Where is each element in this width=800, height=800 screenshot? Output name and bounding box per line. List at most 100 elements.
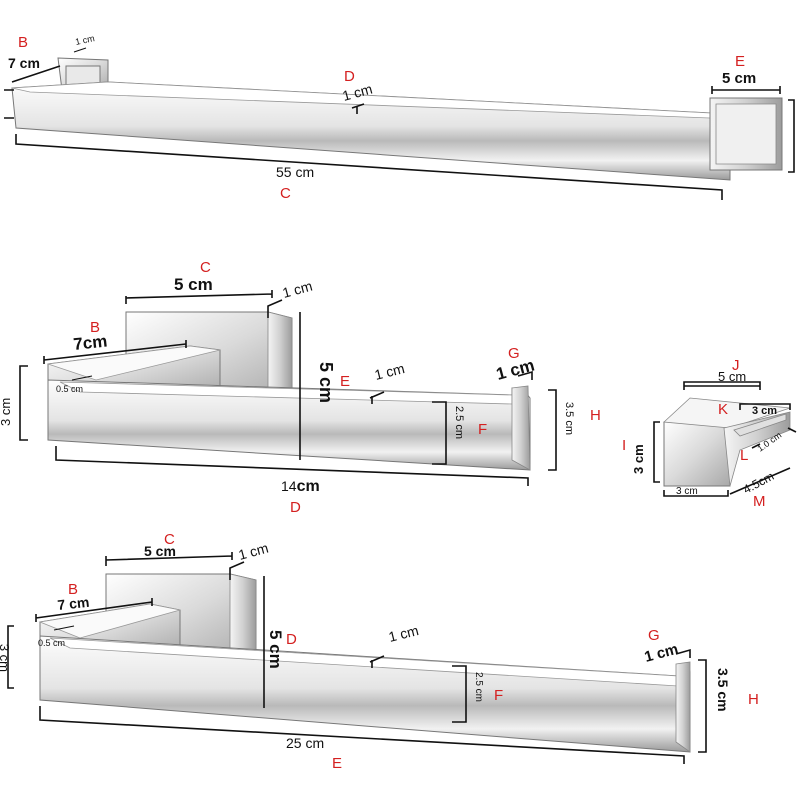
robe-hook-hook-length: 3 cm	[752, 405, 777, 417]
robe-hook-height-line	[653, 421, 660, 483]
paper-holder-arm-width: 7cm	[72, 332, 108, 354]
towel-bar-length-line	[15, 134, 723, 200]
hand-towel-bar-outer-height-line	[698, 659, 707, 753]
robe-hook-letter-l: L	[740, 447, 748, 464]
towel-bar-bar-thickness: 1 cm	[341, 81, 374, 104]
hand-towel-bar-plate-thickness: 1 cm	[237, 540, 270, 563]
robe-hook-depth-line	[729, 467, 791, 495]
hand-towel-bar-letter-e: E	[332, 755, 342, 772]
robe-hook-letter-i: I	[622, 437, 626, 454]
towel-bar-plate-width: 5 cm	[722, 70, 756, 87]
hand-towel-bar-inner-height: 2.5 cm	[473, 672, 484, 702]
hand-towel-bar-tip	[675, 661, 691, 753]
paper-holder-plate-thickness: 1 cm	[281, 278, 314, 301]
hand-towel-bar-inner-height-line	[452, 665, 467, 723]
paper-holder-plate-width: 5 cm	[174, 275, 213, 294]
hand-towel-bar-length-line	[39, 706, 685, 764]
towel-bar-letter-b: B	[18, 34, 28, 51]
hand-towel-bar-letter-b: B	[68, 581, 78, 598]
hand-towel-bar-arm-width-line	[35, 598, 153, 622]
paper-holder-arm-thick-line	[71, 375, 93, 381]
paper-holder-length-unit: cm	[297, 478, 320, 495]
hand-towel-bar: C B D G F H E 5 cm 1 cm 7 cm 0.5 cm 3 cm…	[0, 531, 759, 772]
paper-holder-height-left: 3 cm	[0, 398, 13, 426]
paper-holder-arm-width-line	[43, 340, 187, 364]
paper-holder-letter-d: D	[290, 499, 301, 516]
paper-holder-tip-line	[517, 370, 533, 380]
hand-towel-bar-bar-thick-line	[369, 655, 385, 668]
robe-hook-base-line	[663, 490, 729, 497]
robe-hook-width-line	[683, 381, 761, 390]
towel-bar: B D E C 7 cm 1 cm 1 cm 5 cm 55 cm	[4, 33, 795, 202]
paper-holder-letter-g: G	[508, 345, 520, 362]
hand-towel-bar-arm-thick-line	[53, 625, 75, 631]
hand-towel-bar-body	[39, 635, 691, 753]
hand-towel-bar-letter-c: C	[164, 531, 175, 548]
towel-bar-height-line	[788, 99, 795, 173]
robe-hook-base: 3 cm	[676, 486, 698, 497]
hand-towel-bar-letter-f: F	[494, 687, 503, 704]
towel-bar-letter-c: C	[280, 185, 291, 202]
paper-holder-tip: 1 cm	[494, 355, 536, 383]
towel-bar-base-width-line	[11, 65, 61, 83]
hand-towel-bar-plate-height: 5 cm	[266, 630, 285, 669]
hand-towel-bar-height-left-line	[7, 625, 14, 689]
robe-hook-height: 3 cm	[631, 444, 646, 474]
hand-towel-bar-height-left: 3 cm	[0, 644, 12, 672]
robe-hook-letter-j: J	[732, 357, 740, 374]
robe-hook: J K I L M 5 cm 3 cm 3 cm 1.0 cm 4.5cm 3 …	[622, 357, 797, 510]
paper-holder-length-number: 14	[281, 478, 297, 494]
towel-bar-plate-width-line	[711, 86, 781, 94]
towel-bar-letter-e: E	[735, 53, 745, 70]
hand-towel-bar-arm-width: 7 cm	[57, 594, 90, 613]
towel-bar-base-thick-line	[73, 47, 87, 53]
hand-towel-bar-outer-height: 3.5 cm	[715, 668, 731, 712]
paper-holder-letter-f: F	[478, 421, 487, 438]
paper-holder-outer-height-line	[548, 389, 557, 471]
robe-hook-width: 5 cm	[718, 369, 746, 384]
towel-bar-bar-thick-line	[351, 103, 365, 114]
paper-holder-bar-thick-line	[369, 391, 385, 404]
paper-holder-outer-height: 3.5 cm	[563, 402, 575, 435]
towel-bar-base-thickness: 1 cm	[74, 33, 95, 47]
paper-holder-tip	[511, 385, 531, 471]
hand-towel-bar-letter-g: G	[648, 627, 660, 644]
paper-holder-height-left-line	[19, 365, 28, 441]
hand-towel-bar-arm-thickness: 0.5 cm	[38, 638, 65, 648]
robe-hook-letter-m: M	[753, 493, 766, 510]
hand-towel-bar-letter-h: H	[748, 691, 759, 708]
hand-towel-bar-tip-line	[675, 648, 691, 658]
robe-hook-thick-line	[751, 427, 797, 449]
paper-holder-inner-height: 2.5 cm	[453, 406, 465, 439]
hand-towel-bar-bar-thickness: 1 cm	[387, 622, 420, 645]
paper-holder-bar-thickness: 1 cm	[373, 360, 406, 383]
paper-holder-inner-height-line	[432, 401, 447, 465]
paper-holder-letter-b: B	[90, 319, 100, 336]
towel-bar-left-edge-line	[4, 89, 14, 119]
hand-towel-bar-plate-width-line	[105, 552, 233, 566]
hand-towel-bar-length: 25 cm	[286, 735, 324, 751]
paper-holder-arm-top	[47, 345, 221, 381]
paper-holder-arm-thickness: 0.5 cm	[56, 384, 83, 394]
paper-holder-plate-thick-line	[267, 299, 283, 318]
paper-holder-letter-h: H	[590, 407, 601, 424]
paper-holder-length: 14cm	[281, 478, 320, 495]
towel-bar-base-width: 7 cm	[8, 55, 40, 71]
hand-towel-bar-tip: 1 cm	[643, 641, 680, 666]
robe-hook-lip	[733, 413, 787, 437]
towel-bar-right-plate-face	[715, 103, 777, 165]
robe-hook-letter-k: K	[718, 401, 728, 418]
paper-holder-plate-width-line	[125, 290, 273, 304]
hand-towel-bar-plate-thick-line	[229, 561, 245, 580]
hand-towel-bar-arm-top	[38, 603, 181, 639]
paper-holder-letter-e: E	[340, 373, 350, 390]
towel-bar-letter-d: D	[344, 68, 355, 85]
paper-holder: C B E G H F D 5 cm 1 cm 7cm 0.5 cm 3 cm …	[0, 259, 601, 516]
paper-holder-length-line	[55, 446, 529, 486]
robe-hook-length-line	[739, 403, 791, 410]
hand-towel-bar-plate-width: 5 cm	[144, 543, 176, 559]
paper-holder-letter-c: C	[200, 259, 211, 276]
robe-hook-plate	[663, 421, 731, 487]
hand-towel-bar-letter-d: D	[286, 631, 297, 648]
